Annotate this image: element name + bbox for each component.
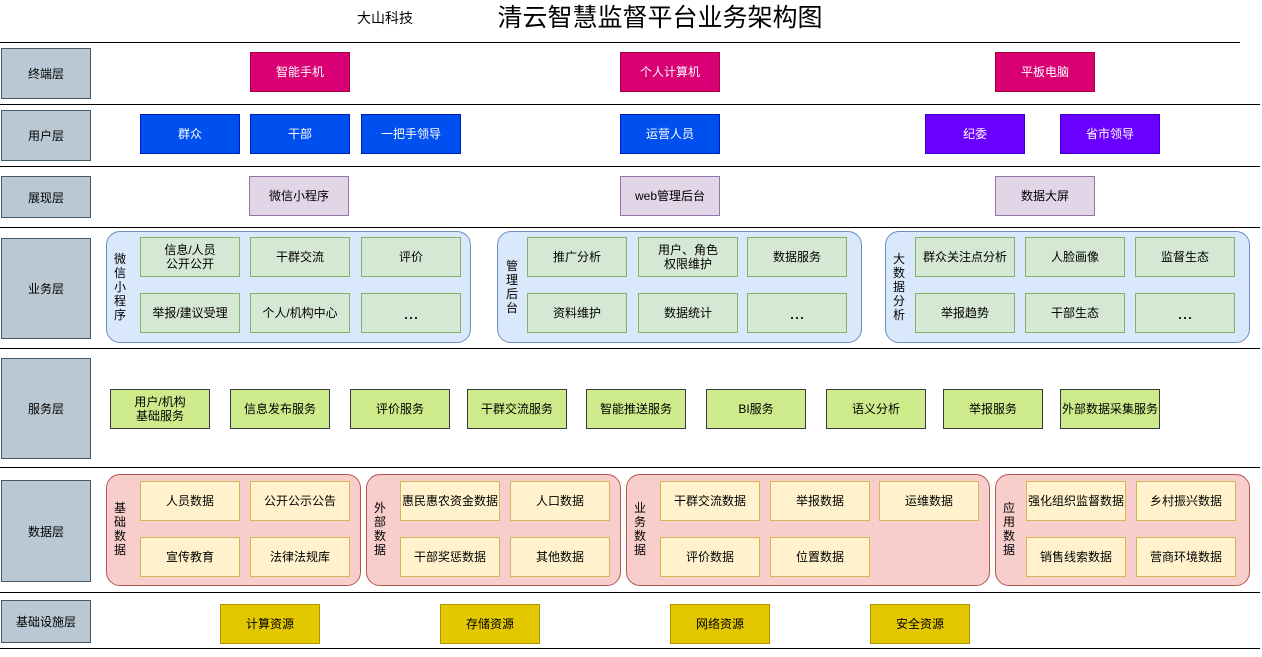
business-item-more: ... bbox=[747, 293, 847, 333]
business-item-more: ... bbox=[361, 293, 461, 333]
service-item: 语义分析 bbox=[826, 389, 926, 429]
layer-label-data: 数据层 bbox=[1, 480, 91, 582]
header-divider bbox=[0, 42, 1240, 43]
user-discipline: 纪委 bbox=[925, 114, 1025, 154]
business-item: 干群交流 bbox=[250, 237, 350, 277]
business-item: 举报趋势 bbox=[915, 293, 1015, 333]
data-item: 位置数据 bbox=[770, 537, 870, 577]
business-group-label: 大 数 据 分 析 bbox=[892, 252, 905, 322]
layer-label-business: 业务层 bbox=[1, 238, 91, 339]
layer-label-user: 用户层 bbox=[1, 110, 91, 161]
business-item: 数据统计 bbox=[638, 293, 738, 333]
row-divider bbox=[0, 227, 1260, 228]
terminal-smartphone: 智能手机 bbox=[250, 52, 350, 92]
data-item: 干部奖惩数据 bbox=[400, 537, 500, 577]
terminal-tablet: 平板电脑 bbox=[995, 52, 1095, 92]
business-item: 群众关注点分析 bbox=[915, 237, 1015, 277]
layer-label-service: 服务层 bbox=[1, 358, 91, 459]
service-item: 评价服务 bbox=[350, 389, 450, 429]
row-divider bbox=[0, 104, 1260, 105]
row-divider bbox=[0, 166, 1260, 167]
layer-label-infra: 基础设施层 bbox=[1, 600, 91, 643]
data-item: 人口数据 bbox=[510, 481, 610, 521]
user-operator: 运营人员 bbox=[620, 114, 720, 154]
data-item: 惠民惠农资金数据 bbox=[400, 481, 500, 521]
infra-storage: 存储资源 bbox=[440, 604, 540, 644]
company-name: 大山科技 bbox=[357, 10, 413, 26]
service-item: 智能推送服务 bbox=[586, 389, 686, 429]
layer-label-terminal: 终端层 bbox=[1, 48, 91, 99]
infra-compute: 计算资源 bbox=[220, 604, 320, 644]
data-group-label: 基 础 数 据 bbox=[113, 501, 126, 557]
business-group-label: 微 信 小 程 序 bbox=[113, 252, 126, 322]
data-item: 举报数据 bbox=[770, 481, 870, 521]
business-item: 推广分析 bbox=[527, 237, 627, 277]
layer-label-display: 展现层 bbox=[1, 176, 91, 218]
data-item: 运维数据 bbox=[879, 481, 979, 521]
data-item: 宣传教育 bbox=[140, 537, 240, 577]
business-item: 干部生态 bbox=[1025, 293, 1125, 333]
display-data-screen: 数据大屏 bbox=[995, 176, 1095, 216]
service-item: BI服务 bbox=[706, 389, 806, 429]
user-leader: 一把手领导 bbox=[361, 114, 461, 154]
display-web-admin: web管理后台 bbox=[620, 176, 720, 216]
business-item: 信息/人员 公开公开 bbox=[140, 237, 240, 277]
data-item: 干群交流数据 bbox=[660, 481, 760, 521]
user-cadre: 干部 bbox=[250, 114, 350, 154]
data-group-label: 外 部 数 据 bbox=[373, 501, 386, 557]
row-divider bbox=[0, 467, 1260, 468]
business-item: 监督生态 bbox=[1135, 237, 1235, 277]
data-item: 强化组织监督数据 bbox=[1026, 481, 1126, 521]
row-divider bbox=[0, 648, 1260, 649]
infra-network: 网络资源 bbox=[670, 604, 770, 644]
data-item: 法律法规库 bbox=[250, 537, 350, 577]
user-public: 群众 bbox=[140, 114, 240, 154]
data-group-label: 业 务 数 据 bbox=[633, 501, 646, 557]
data-item: 其他数据 bbox=[510, 537, 610, 577]
row-divider bbox=[0, 348, 1260, 349]
business-item: 数据服务 bbox=[747, 237, 847, 277]
business-item-more: ... bbox=[1135, 293, 1235, 333]
row-divider bbox=[0, 592, 1260, 593]
business-item: 评价 bbox=[361, 237, 461, 277]
business-item: 用户、角色 权限维护 bbox=[638, 237, 738, 277]
infra-security: 安全资源 bbox=[870, 604, 970, 644]
service-item: 举报服务 bbox=[943, 389, 1043, 429]
service-item: 干群交流服务 bbox=[467, 389, 567, 429]
data-item: 公开公示公告 bbox=[250, 481, 350, 521]
user-province-leader: 省市领导 bbox=[1060, 114, 1160, 154]
data-item: 营商环境数据 bbox=[1136, 537, 1236, 577]
data-item: 评价数据 bbox=[660, 537, 760, 577]
service-item: 信息发布服务 bbox=[230, 389, 330, 429]
business-item: 个人/机构中心 bbox=[250, 293, 350, 333]
diagram-title: 清云智慧监督平台业务架构图 bbox=[497, 4, 823, 32]
business-item: 人脸画像 bbox=[1025, 237, 1125, 277]
display-mini-program: 微信小程序 bbox=[249, 176, 349, 216]
data-item: 乡村振兴数据 bbox=[1136, 481, 1236, 521]
data-group-label: 应 用 数 据 bbox=[1002, 501, 1015, 557]
service-item: 外部数据采集服务 bbox=[1060, 389, 1160, 429]
data-item: 销售线索数据 bbox=[1026, 537, 1126, 577]
business-item: 举报/建议受理 bbox=[140, 293, 240, 333]
service-item: 用户/机构 基础服务 bbox=[110, 389, 210, 429]
terminal-pc: 个人计算机 bbox=[620, 52, 720, 92]
data-item: 人员数据 bbox=[140, 481, 240, 521]
business-group-label: 管 理 后 台 bbox=[505, 259, 518, 315]
business-item: 资料维护 bbox=[527, 293, 627, 333]
